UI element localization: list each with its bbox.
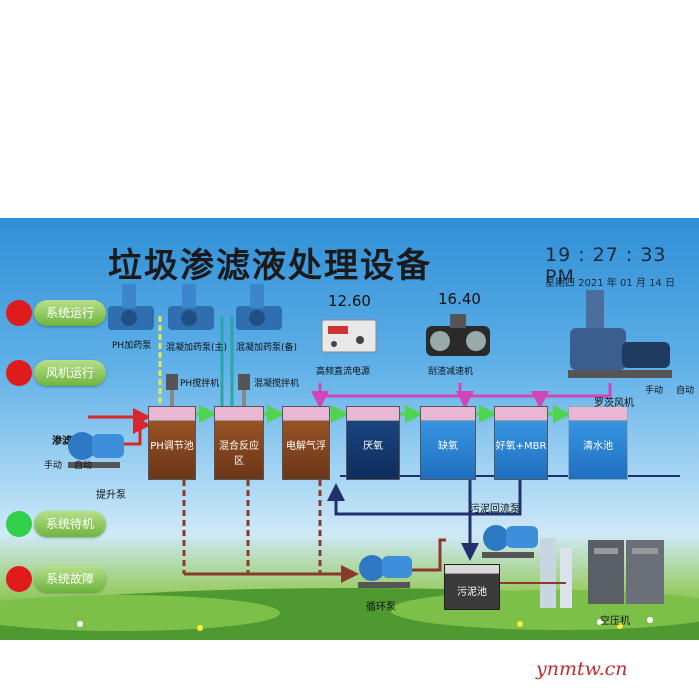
blower-manual-label[interactable]: 手动 xyxy=(645,386,664,396)
lift-pump-icon[interactable] xyxy=(62,424,126,472)
coag-pump-main-icon[interactable] xyxy=(164,278,218,336)
system-fault-light xyxy=(6,566,32,592)
ph-dosing-pump-icon[interactable] xyxy=(104,278,158,336)
coag-pump-main-label: 混凝加药泵(主) xyxy=(166,343,228,353)
tank-aerobic-mbr[interactable]: 好氧+MBR xyxy=(494,406,548,480)
roots-blower-icon[interactable] xyxy=(566,286,676,388)
watermark: ynmtw.cn xyxy=(536,658,628,680)
fan-running-button[interactable]: 风机运行 xyxy=(34,360,106,386)
hf-power-value: 12.60 xyxy=(328,292,371,310)
system-running-light xyxy=(6,300,32,326)
tank-electrolysis[interactable]: 电解气浮 xyxy=(282,406,330,480)
page-title: 垃圾渗滤液处理设备 xyxy=(108,246,432,286)
circulation-pump-icon[interactable] xyxy=(354,548,414,592)
tank-anoxic[interactable]: 缺氧 xyxy=(420,406,476,480)
skimmer-icon[interactable] xyxy=(420,308,496,364)
sludge-return-pump-icon[interactable] xyxy=(476,518,540,562)
clock-time: 19 : 27 : 33 PM xyxy=(545,244,667,288)
air-compressor-icon[interactable] xyxy=(586,536,666,608)
lift-pump-manual-label[interactable]: 手动 xyxy=(44,461,63,471)
hf-power-label: 高频直流电源 xyxy=(316,367,371,377)
coag-mixer-label: 混凝搅拌机 xyxy=(254,379,300,389)
circulation-pump-label: 循环泵 xyxy=(366,602,396,613)
system-fault-button[interactable]: 系统故障 xyxy=(34,566,106,592)
tank-anaerobic[interactable]: 厌氧 xyxy=(346,406,400,480)
system-standby-button[interactable]: 系统待机 xyxy=(34,511,106,537)
roots-blower-label: 罗茨风机 xyxy=(594,398,634,409)
sludge-return-pump-label: 污泥回流泵 xyxy=(470,504,520,515)
hmi-panel: 垃圾渗滤液处理设备 19 : 27 : 33 PM 星期四 2021 年 01 … xyxy=(0,218,699,640)
coag-mixer-icon[interactable] xyxy=(236,372,252,406)
hf-power-icon[interactable] xyxy=(320,316,378,356)
lift-pump-label: 提升泵 xyxy=(96,490,126,501)
leachate-label: 渗滤液 xyxy=(52,436,82,447)
tank-sludge[interactable]: 污泥池 xyxy=(444,564,500,610)
tank-clear-water[interactable]: 清水池 xyxy=(568,406,628,480)
coag-pump-backup-icon[interactable] xyxy=(232,278,286,336)
ph-dosing-pump-label: PH加药泵 xyxy=(112,341,152,351)
blower-auto-label[interactable]: 自动 xyxy=(676,386,695,396)
ph-mixer-label: PH搅拌机 xyxy=(180,379,220,389)
lift-pump-auto-label[interactable]: 自动 xyxy=(74,461,93,471)
tank-ph-adjust[interactable]: PH调节池 xyxy=(148,406,196,480)
air-compressor-label: 空压机 xyxy=(600,616,630,627)
fan-running-light xyxy=(6,360,32,386)
skimmer-label: 刮渣减速机 xyxy=(428,367,474,377)
clock-date: 星期四 2021 年 01 月 14 日 xyxy=(545,278,675,289)
tank-mixing[interactable]: 混合反应区 xyxy=(214,406,264,480)
skimmer-value: 16.40 xyxy=(438,290,481,308)
system-standby-light xyxy=(6,511,32,537)
coag-pump-backup-label: 混凝加药泵(备) xyxy=(236,343,298,353)
system-running-button[interactable]: 系统运行 xyxy=(34,300,106,326)
ph-mixer-icon[interactable] xyxy=(164,372,180,406)
